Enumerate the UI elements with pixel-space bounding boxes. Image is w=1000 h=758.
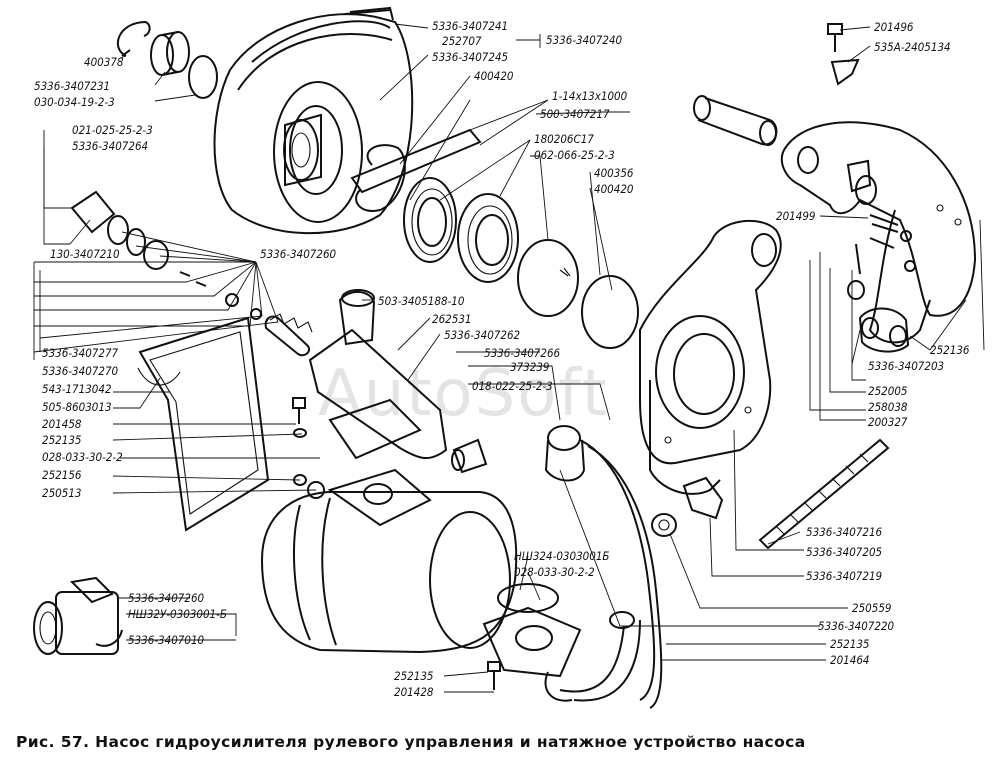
key-shaft-part bbox=[350, 128, 482, 212]
label-5336-3407219: 5336-3407219 bbox=[806, 569, 882, 583]
label-252135-right: 252135 bbox=[830, 637, 870, 651]
label-5336-3407270: 5336-3407270 bbox=[42, 364, 119, 378]
label-5336-3407245: 5336-3407245 bbox=[432, 50, 509, 64]
bolt-201458-part bbox=[292, 397, 307, 438]
label-201499: 201499 bbox=[776, 209, 816, 223]
flange-plate-part bbox=[482, 606, 582, 678]
pump-housing-part bbox=[260, 490, 518, 654]
slider-block-part bbox=[682, 476, 724, 520]
label-062-066-25-2-3: 062-066-25-2-3 bbox=[534, 148, 615, 162]
label-400420-mid: 400420 bbox=[594, 182, 634, 196]
label-5336-3407262: 5336-3407262 bbox=[444, 328, 520, 342]
label-252135-left: 252135 bbox=[42, 433, 82, 447]
label-5336-3407266: 5336-3407266 bbox=[484, 346, 561, 360]
clamp-block-part bbox=[858, 307, 910, 353]
part-labels: 400378 5336-3407231 030-034-19-2-3 021-0… bbox=[34, 19, 970, 699]
label-028-033-30-2-2-bottom: 028-033-30-2-2 bbox=[514, 565, 595, 579]
label-021-025-25-2-3: 021-025-25-2-3 bbox=[72, 123, 153, 137]
return-tube-part bbox=[544, 425, 663, 709]
label-201464: 201464 bbox=[830, 653, 870, 667]
label-252156: 252156 bbox=[42, 468, 82, 482]
label-018-022-25-2-3: 018-022-25-2-3 bbox=[472, 379, 553, 393]
label-5336-3407205: 5336-3407205 bbox=[806, 545, 883, 559]
label-5336-3407264: 5336-3407264 bbox=[72, 139, 148, 153]
bolt-top-right-part bbox=[827, 23, 843, 52]
label-nsh32u-0303001-b: НШ32У-0303001-Б bbox=[128, 607, 227, 621]
lock-plate-part bbox=[830, 58, 860, 86]
leader-lines bbox=[33, 23, 985, 693]
label-252005: 252005 bbox=[868, 384, 908, 398]
bolt-252156-part bbox=[293, 474, 325, 499]
axle-pin-part bbox=[693, 95, 778, 146]
label-201458: 201458 bbox=[42, 417, 82, 431]
label-500-3407217: 500-3407217 bbox=[540, 107, 610, 121]
ball-bearing-left-part bbox=[403, 177, 457, 263]
pulley-part bbox=[213, 6, 414, 235]
label-130-3407210: 130-3407210 bbox=[50, 247, 120, 261]
retaining-ring-part bbox=[116, 21, 151, 57]
valve-body-part bbox=[308, 289, 448, 460]
label-5336-3407216: 5336-3407216 bbox=[806, 525, 883, 539]
label-252135-bottom: 252135 bbox=[394, 669, 434, 683]
label-028-033-30-2-2-left: 028-033-30-2-2 bbox=[42, 450, 123, 464]
label-373239: 373239 bbox=[510, 360, 550, 374]
label-252707: 252707 bbox=[442, 34, 482, 48]
ball-bearing-right-part bbox=[457, 193, 519, 283]
label-nsh324-0303001b: НШ324-0303001Б bbox=[514, 549, 610, 563]
label-503-3405188-10: 503-3405188-10 bbox=[378, 294, 465, 308]
label-543-1713042: 543-1713042 bbox=[42, 382, 112, 396]
snap-ring-062-part bbox=[517, 239, 579, 317]
label-400378: 400378 bbox=[84, 55, 124, 69]
nut-250559-part bbox=[651, 513, 677, 537]
label-5336-3407277: 5336-3407277 bbox=[42, 346, 119, 360]
label-1-14x13x1000: 1-14x13x1000 bbox=[552, 89, 628, 103]
figure-caption: Рис. 57. Насос гидроусилителя рулевого у… bbox=[16, 733, 806, 751]
bolt-201499-part bbox=[847, 214, 916, 300]
label-5336-3407260-top: 5336-3407260 bbox=[260, 247, 337, 261]
label-400420-top: 400420 bbox=[474, 69, 514, 83]
snap-ring-400356-part bbox=[581, 275, 639, 349]
label-5336-3407231: 5336-3407231 bbox=[34, 79, 110, 93]
label-5336-3407241: 5336-3407241 bbox=[432, 19, 508, 33]
label-5336-3407203: 5336-3407203 bbox=[868, 359, 944, 373]
spring-part bbox=[264, 313, 313, 357]
label-535a-2405134: 535А-2405134 bbox=[874, 40, 951, 54]
label-5336-3407010: 5336-3407010 bbox=[128, 633, 205, 647]
suction-pipe-part bbox=[544, 611, 641, 702]
label-400356: 400356 bbox=[594, 166, 634, 180]
fitting-union-part bbox=[451, 438, 488, 474]
label-030-034-19-2-3: 030-034-19-2-3 bbox=[34, 95, 115, 109]
watermark-text: AutoSoft bbox=[318, 357, 609, 431]
o-ring-lower-part bbox=[497, 583, 559, 613]
label-250559: 250559 bbox=[852, 601, 892, 615]
pump-inset-part bbox=[33, 576, 123, 655]
label-252136: 252136 bbox=[930, 343, 970, 357]
needle-bearing-part bbox=[150, 31, 190, 76]
label-250513: 250513 bbox=[42, 486, 82, 500]
label-5336-3407240: 5336-3407240 bbox=[546, 33, 623, 47]
label-201428: 201428 bbox=[394, 685, 434, 699]
label-505-8603013: 505-8603013 bbox=[42, 400, 112, 414]
mounting-bracket-part bbox=[639, 219, 782, 495]
tension-screw-part bbox=[758, 438, 890, 550]
label-180206c17: 180206С17 bbox=[534, 132, 594, 146]
bolt-201428-part bbox=[487, 661, 501, 690]
label-201496: 201496 bbox=[874, 20, 914, 34]
label-258038: 258038 bbox=[868, 400, 908, 414]
label-5336-3407260-inset: 5336-3407260 bbox=[128, 591, 205, 605]
label-262531: 262531 bbox=[432, 312, 472, 326]
label-200327: 200327 bbox=[868, 415, 908, 429]
o-ring-small-part bbox=[188, 55, 218, 99]
label-5336-3407220: 5336-3407220 bbox=[818, 619, 895, 633]
pump-cover-flange-part bbox=[327, 468, 432, 527]
plug-valve-part bbox=[70, 190, 262, 320]
